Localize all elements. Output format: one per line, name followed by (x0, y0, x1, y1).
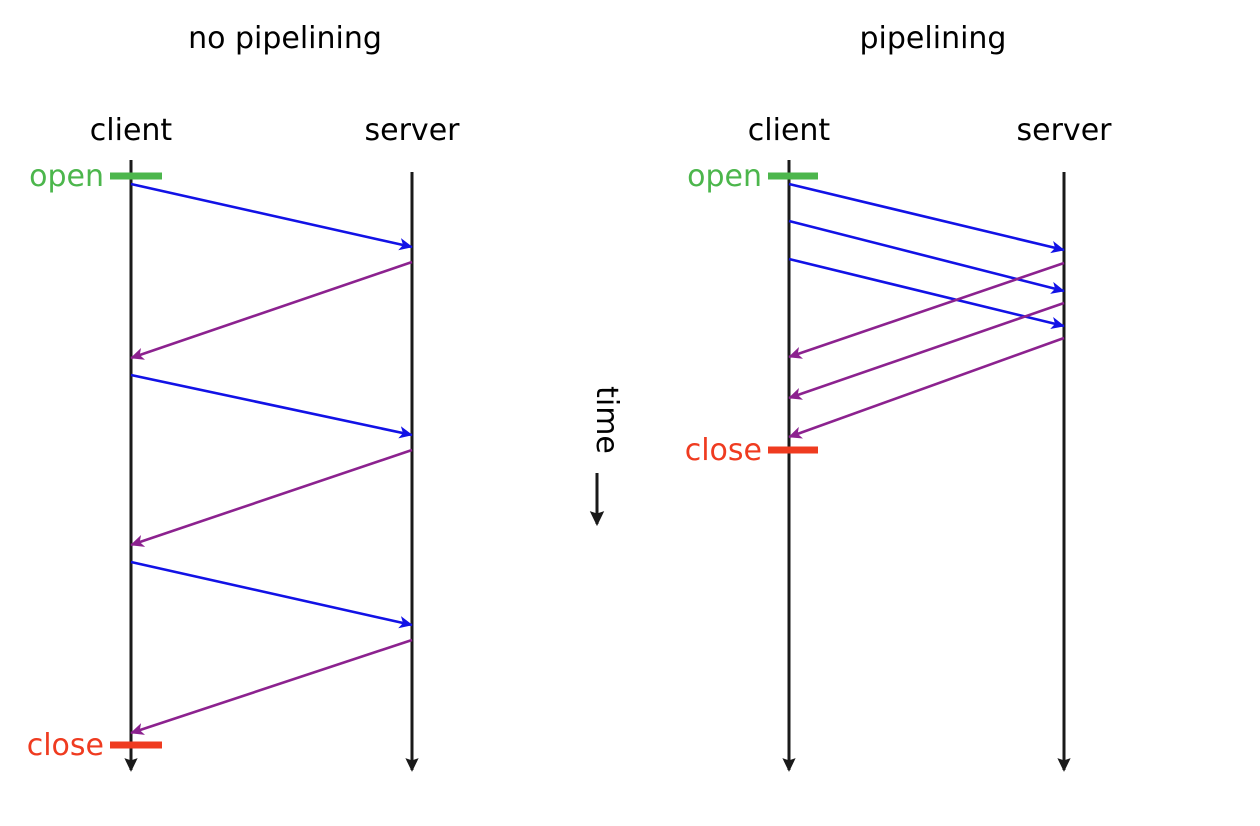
request-arrow (788, 257, 1065, 330)
response-arrow (130, 638, 413, 735)
panel-pipelining: pipelining client server open close (685, 21, 1113, 772)
actor-label-server-left: server (365, 113, 461, 148)
response-arrow (788, 261, 1065, 359)
open-label-left: open (29, 159, 104, 194)
actor-label-client-right: client (748, 113, 831, 148)
messages-left (130, 182, 413, 735)
messages-right (788, 182, 1065, 439)
request-arrow (130, 373, 413, 439)
close-label-right: close (685, 433, 762, 468)
request-arrow (788, 219, 1065, 294)
actor-label-server-right: server (1017, 113, 1113, 148)
panel-title-pipelining: pipelining (860, 21, 1007, 56)
close-label-left: close (27, 728, 104, 763)
response-arrow (788, 336, 1065, 439)
request-arrow (788, 182, 1065, 254)
time-axis: time (589, 386, 624, 527)
panel-no-pipelining: no pipelining client server open close (27, 21, 461, 772)
actor-label-client-left: client (90, 113, 173, 148)
panel-title-no-pipelining: no pipelining (188, 21, 382, 56)
request-arrow (130, 560, 413, 629)
response-arrow (130, 448, 413, 547)
time-label: time (589, 386, 624, 454)
response-arrow (788, 301, 1065, 400)
open-label-right: open (687, 159, 762, 194)
request-arrow (130, 182, 413, 251)
response-arrow (130, 260, 413, 360)
